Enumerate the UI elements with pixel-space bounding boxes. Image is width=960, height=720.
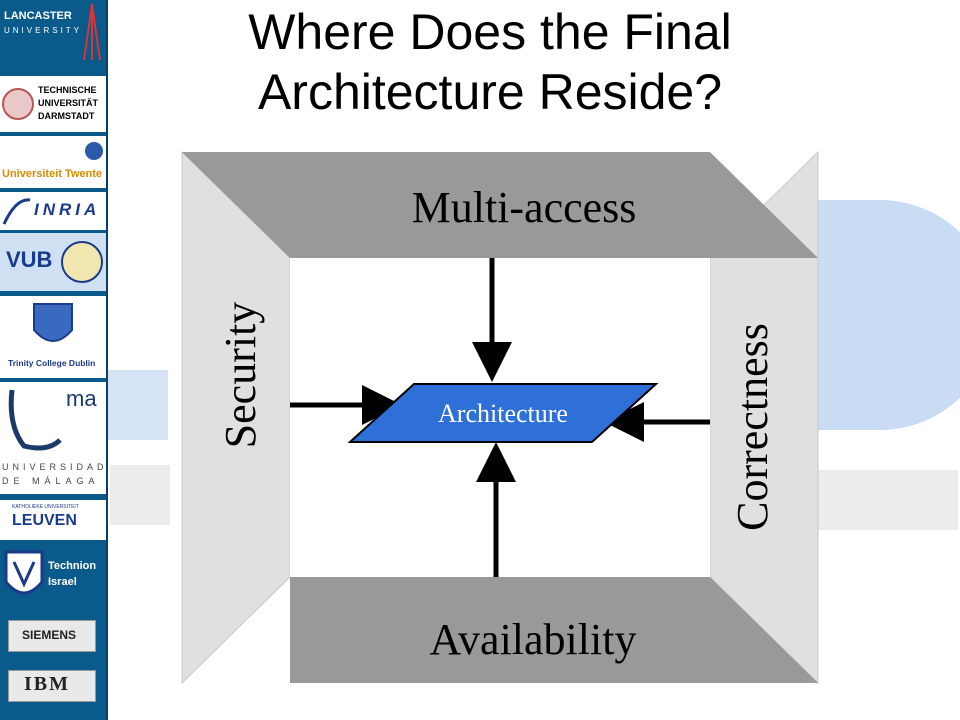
inria-swoosh-icon bbox=[2, 198, 31, 225]
bottom-panel bbox=[290, 577, 818, 683]
darmstadt-logo-line2: UNIVERSITÄT bbox=[38, 98, 99, 108]
watermark-shape-left bbox=[108, 370, 168, 440]
leuven-logo-small: KATHOLIEKE UNIVERSITEIT bbox=[12, 504, 79, 510]
trinity-logo: Trinity College Dublin bbox=[0, 296, 106, 378]
siemens-logo: SIEMENS bbox=[0, 612, 106, 658]
vub-seal-icon bbox=[61, 241, 103, 283]
twente-logo-text: Universiteit Twente bbox=[2, 168, 103, 180]
slide-title: Where Does the Final Architecture Reside… bbox=[160, 2, 820, 122]
siemens-logo-text: SIEMENS bbox=[22, 628, 77, 642]
ibm-logo: IBM bbox=[0, 662, 106, 708]
watermark-shape-grey-left bbox=[110, 465, 170, 525]
malaga-logo-line2: DE MÁLAGA bbox=[2, 476, 100, 486]
twente-emblem-icon bbox=[85, 142, 103, 160]
correctness-label: Correctness bbox=[728, 323, 777, 531]
ibm-logo-plate bbox=[8, 670, 96, 702]
top-panel bbox=[182, 152, 818, 258]
slide-title-line2: Architecture Reside? bbox=[257, 64, 723, 120]
sidebar-divider bbox=[106, 0, 108, 720]
watermark-shape-grey-right bbox=[818, 470, 958, 530]
malaga-logo: ma UNIVERSIDAD DE MÁLAGA bbox=[0, 382, 106, 494]
darmstadt-seal-icon bbox=[2, 88, 34, 120]
availability-label: Availability bbox=[430, 615, 637, 664]
malaga-emblem-icon bbox=[8, 389, 62, 451]
vub-logo: VUB bbox=[0, 233, 106, 291]
leuven-logo-big: LEUVEN bbox=[12, 512, 77, 529]
architecture-label: Architecture bbox=[438, 399, 568, 428]
darmstadt-logo: TECHNISCHE UNIVERSITÄT DARMSTADT bbox=[0, 76, 106, 132]
darmstadt-logo-line1: TECHNISCHE bbox=[38, 85, 97, 95]
trinity-crest-icon bbox=[33, 303, 73, 342]
slide-title-line1: Where Does the Final bbox=[248, 4, 732, 60]
vub-logo-text: VUB bbox=[6, 247, 53, 272]
architecture-parallelogram bbox=[347, 383, 659, 443]
darmstadt-logo-line3: DARMSTADT bbox=[38, 111, 95, 121]
technion-logo-line2: Israel bbox=[48, 576, 77, 588]
inria-logo: INRIA bbox=[0, 192, 106, 230]
lancaster-logo-line1: LANCASTER bbox=[4, 10, 72, 22]
twente-logo: Universiteit Twente bbox=[0, 136, 106, 188]
security-label: Security bbox=[216, 302, 265, 449]
multi-access-label: Multi-access bbox=[412, 183, 637, 232]
malaga-logo-mark: ma bbox=[66, 386, 97, 411]
inria-logo-text: INRIA bbox=[34, 200, 101, 219]
partner-logo-sidebar: LANCASTER UNIVERSITY TECHNISCHE UNIVERSI… bbox=[0, 0, 106, 720]
lancaster-logo: LANCASTER UNIVERSITY bbox=[0, 0, 106, 70]
technion-logo: Technion Israel bbox=[0, 544, 106, 608]
leuven-logo: KATHOLIEKE UNIVERSITEIT LEUVEN bbox=[0, 500, 106, 540]
watermark-shape-right bbox=[800, 200, 960, 430]
lancaster-logo-line2: UNIVERSITY bbox=[4, 26, 83, 35]
technion-shield-icon bbox=[4, 550, 44, 595]
technion-logo-line1: Technion bbox=[48, 560, 97, 572]
lancaster-crest-icon bbox=[83, 3, 101, 61]
malaga-logo-line1: UNIVERSIDAD bbox=[2, 462, 106, 472]
ibm-logo-text: IBM bbox=[24, 673, 70, 695]
trinity-logo-text: Trinity College Dublin bbox=[8, 358, 96, 368]
siemens-logo-plate bbox=[8, 620, 96, 652]
